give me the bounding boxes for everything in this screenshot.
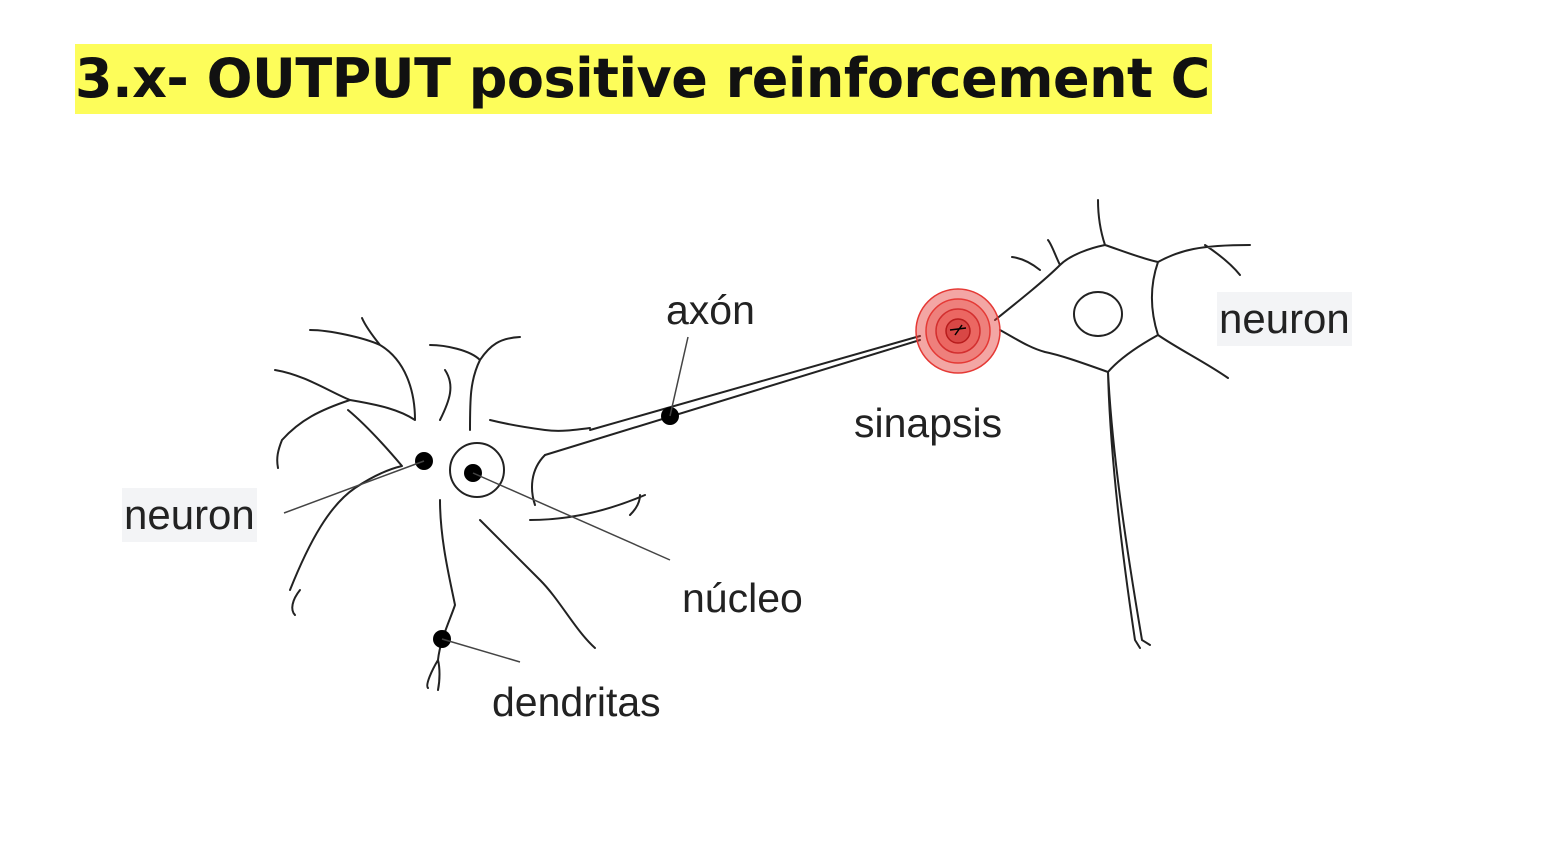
left-neuron: [274, 317, 921, 691]
axon-leader-line: [669, 336, 689, 417]
slide-title: 3.x- OUTPUT positive reinforcement C: [75, 44, 1212, 114]
synapse-highlight: [915, 288, 1001, 374]
neuron-label-right: neuron: [1217, 292, 1352, 346]
synapse-label: sinapsis: [854, 400, 1003, 446]
nucleus-label: núcleo: [682, 575, 803, 621]
neuron-label-left: neuron: [122, 488, 257, 542]
dendrite-leader-line: [441, 638, 521, 663]
right-neuron: [994, 199, 1251, 649]
neuron-leader-line: [283, 460, 425, 514]
right-nucleus: [1073, 291, 1123, 337]
axon-label: axón: [666, 287, 755, 333]
dendrites-label: dendritas: [492, 679, 661, 725]
nucleus-leader-line: [472, 472, 671, 561]
nucleus-circle: [449, 442, 505, 498]
